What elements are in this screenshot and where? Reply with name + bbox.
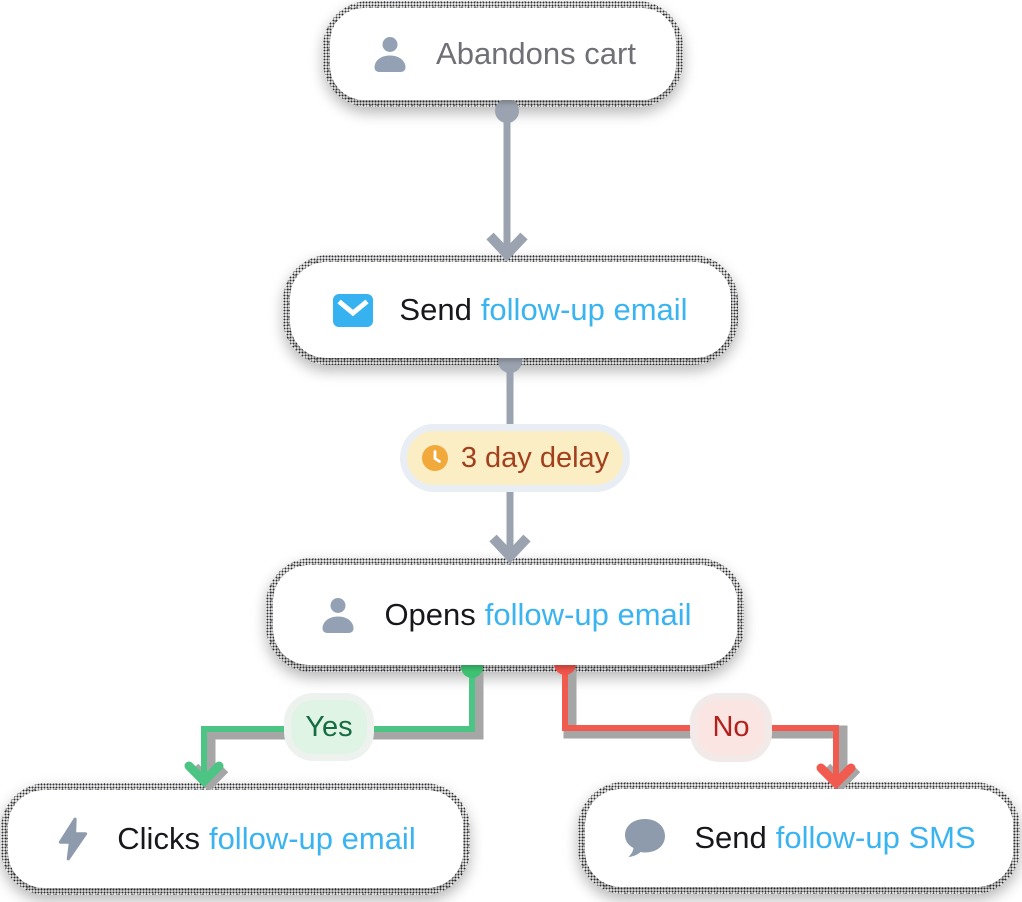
label-text: Send (399, 292, 472, 327)
arrowhead-icon (184, 761, 224, 788)
label-text: Opens (384, 597, 476, 632)
delay-label: 3 day delay (460, 441, 610, 474)
label-highlight: follow-up email (484, 597, 692, 632)
person-icon (370, 34, 410, 74)
label-text: Clicks (117, 821, 200, 856)
label-highlight: follow-up SMS (775, 820, 976, 855)
arrowhead-icon (486, 232, 528, 262)
clock-icon (421, 444, 449, 472)
connection-handle[interactable] (495, 99, 519, 123)
yes-text: Yes (305, 710, 353, 743)
label-highlight: follow-up email (208, 821, 416, 856)
person-icon (318, 595, 358, 635)
edge-abandons-to-send (486, 99, 528, 262)
delay-badge[interactable]: 3 day delay (407, 431, 623, 485)
node-abandons-cart[interactable]: Abandons cart (330, 8, 676, 100)
label-text: Send (694, 820, 767, 855)
arrowhead-icon (489, 534, 531, 564)
node-label: Abandons cart (436, 36, 636, 72)
label-text: Abandons cart (436, 36, 636, 71)
no-text: No (712, 711, 750, 743)
yes-label: Yes (291, 700, 367, 754)
bolt-icon (55, 816, 91, 862)
no-label: No (697, 700, 765, 755)
arrowhead-icon (816, 763, 856, 790)
chat-icon (622, 817, 668, 859)
mail-icon (333, 293, 374, 327)
label-highlight: follow-up email (480, 292, 688, 327)
